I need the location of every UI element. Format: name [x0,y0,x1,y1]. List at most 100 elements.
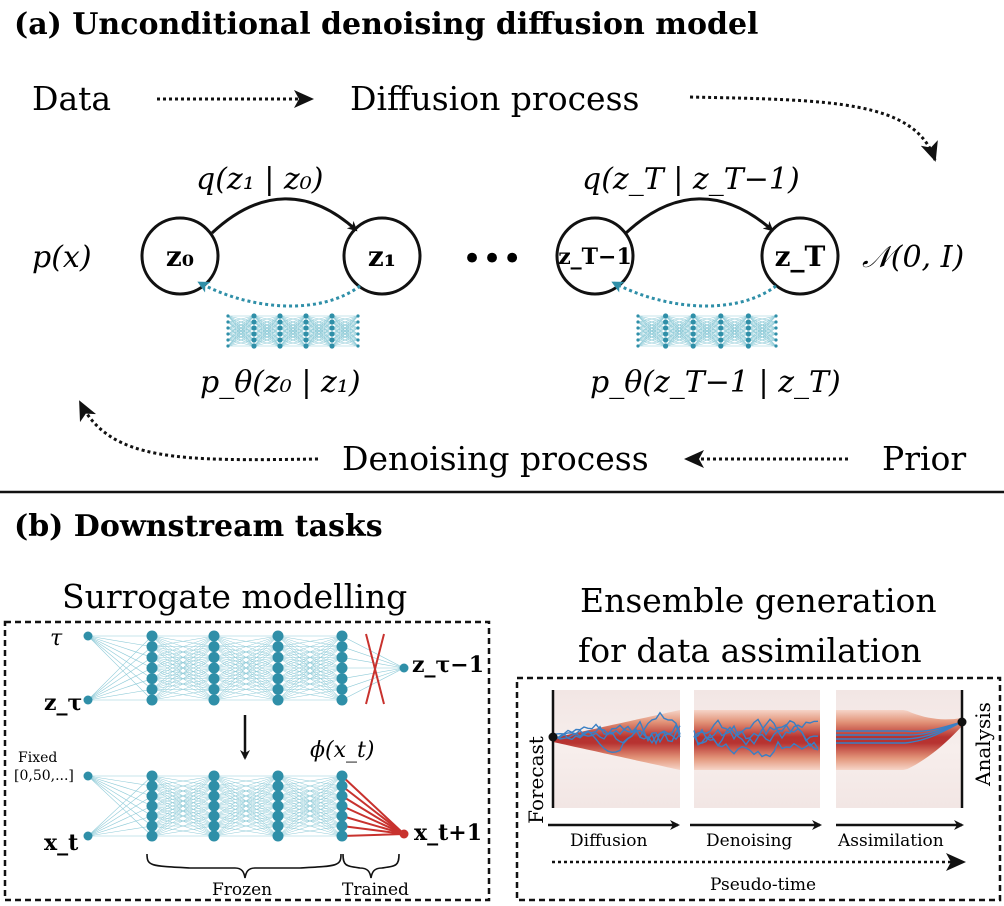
reverse-arrow-first [197,281,361,308]
net-edge [87,775,153,817]
net-edge [277,646,343,701]
mini-net-node [226,320,230,324]
net-hidden-node [336,780,348,792]
mini-net-node [663,337,669,343]
net-edge [213,775,279,807]
net-hidden-node [146,800,158,812]
net-edge [213,646,279,701]
mini-net-node [277,337,283,343]
net-input-node [83,631,93,641]
tau-label: τ [50,626,63,651]
net-hidden-node [336,630,348,642]
mini-net-node [251,337,257,343]
node-zT-1 [555,216,635,296]
net-hidden-node [208,694,220,706]
net-hidden-node [146,630,158,642]
mini-net-edge [253,315,281,347]
denoising-process-label: Denoising process [342,439,649,478]
mini-net-node [745,337,752,343]
mini-net-node [636,314,640,318]
net-hidden-node [208,683,220,695]
analysis-point [957,717,967,727]
mini-net-edge [279,339,307,347]
net-edge [213,805,279,837]
net-edge [151,815,215,837]
mini-network-first [226,313,360,349]
denoising-trajectory [693,718,819,749]
mini-net-edge [253,339,281,347]
mini-net-node [774,344,778,348]
net-edge [151,775,215,787]
net-edge [87,775,153,807]
mini-net-edge [637,327,666,347]
net-edge [213,775,279,817]
mini-net-node [277,343,283,349]
mini-net-node [690,313,696,319]
net-hidden-node [146,780,158,792]
net-edge [87,775,153,827]
net-hidden-node [272,800,284,812]
net-edge [213,775,279,797]
mini-net-node [303,343,309,349]
mini-net-edge [693,321,721,347]
mini-net-edge [331,321,359,347]
mini-net-edge [637,321,666,347]
mini-net-edge [279,315,307,335]
net-edge [213,785,279,837]
phi-label: ϕ(x_t) [310,738,374,763]
mini-net-node [718,313,724,319]
net-hidden-node [336,830,348,842]
pseudo-time-label: Pseudo-time [710,875,816,895]
net-hidden-node [146,662,158,674]
mini-net-node [251,331,257,337]
z-tau-label: z_τ [44,690,82,716]
node-zT-label: z_T [775,240,826,273]
mini-net-edge [331,333,359,347]
mini-net-edge [637,315,666,329]
mini-net-edge [253,321,281,347]
diffusion-process-label: Diffusion process [350,79,639,118]
net-hidden-node [336,810,348,822]
net-edge [277,678,343,701]
net-edge [277,657,343,701]
net-edge [151,775,215,817]
mini-net-node [745,319,752,325]
net-edge [87,635,153,658]
x-t-plus-1-label: x_t+1 [414,820,482,846]
mini-net-edge [331,315,359,335]
diffusion-to-prior-arrow [689,95,938,162]
mini-net-node [303,319,309,325]
mini-net-edge [279,315,307,329]
net-edge [213,657,279,701]
mini-net-node [277,325,283,331]
mini-net-node [329,343,335,349]
net-edge [277,775,343,817]
net-input-node [83,831,93,841]
net-hidden-node [208,651,220,663]
mini-net-edge [305,315,333,341]
mini-net-node [277,319,283,325]
net-edge [341,805,405,835]
mini-net-edge [748,315,777,323]
mini-net-node [745,325,752,331]
mini-net-node [690,343,696,349]
net-output-node [399,663,409,673]
net-edge [277,825,343,837]
net-edge [151,678,215,701]
mini-net-node [636,344,640,348]
net-hidden-node [336,800,348,812]
mini-net-edge [637,315,666,341]
mini-net-edge [665,315,694,335]
mini-net-edge [637,333,666,347]
mini-net-node [718,325,724,331]
net-hidden-node [336,694,348,706]
net-edge [277,635,343,669]
mini-net-node [251,313,257,319]
mini-net-node [663,313,669,319]
net-edge [277,775,343,787]
net-edge [277,667,343,701]
net-edge [87,646,153,701]
net-hidden-node [336,770,348,782]
net-hidden-node [336,662,348,674]
